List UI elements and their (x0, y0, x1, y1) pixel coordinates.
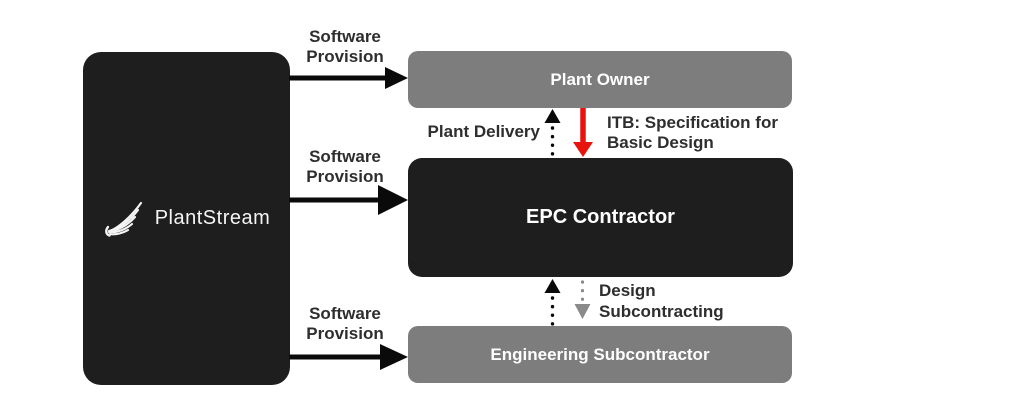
itb-red-down-arrow (573, 108, 593, 157)
software-provision-arrow-top (289, 67, 408, 89)
software-provision-label-top: Software Provision (306, 27, 384, 66)
itb-label: ITB: Specification for Basic Design (607, 113, 778, 152)
plant-owner-label: Plant Owner (550, 69, 650, 89)
engineering-subcontractor-node: Engineering Subcontractor (408, 326, 792, 383)
software-provision-label-middle: Software Provision (306, 147, 384, 186)
epc-contractor-node: EPC Contractor (408, 158, 793, 277)
design-subcontracting-label: Design Subcontracting (599, 281, 724, 321)
design-subcontracting-down-arrow (574, 280, 591, 319)
plant-owner-node: Plant Owner (408, 51, 792, 108)
epc-contractor-label: EPC Contractor (526, 206, 675, 228)
plant-delivery-up-arrow (544, 109, 561, 158)
plantstream-wing-icon (104, 201, 142, 237)
software-provision-arrow-middle (289, 185, 408, 215)
plant-delivery-label: Plant Delivery (427, 122, 540, 141)
software-provision-arrow-bottom (289, 344, 408, 370)
design-subcontracting-up-arrow (544, 279, 561, 327)
engineering-subcontractor-label: Engineering Subcontractor (490, 344, 710, 364)
software-provision-label-bottom: Software Provision (306, 304, 384, 343)
plantstream-node: PlantStream (83, 52, 290, 385)
plantstream-label: PlantStream (154, 207, 271, 229)
